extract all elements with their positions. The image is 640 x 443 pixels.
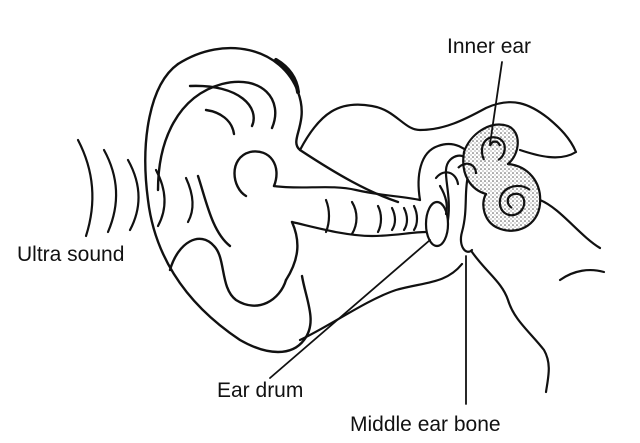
skull-outline bbox=[298, 101, 606, 394]
ear-drum-shape bbox=[424, 200, 450, 248]
sound-wave-1 bbox=[76, 138, 94, 238]
ear-canal bbox=[272, 184, 428, 238]
outer-ear bbox=[144, 46, 400, 354]
tragus bbox=[233, 150, 278, 198]
ear-drum-pointer bbox=[269, 239, 431, 379]
sound-wave-3 bbox=[126, 158, 140, 232]
sound-waves bbox=[76, 138, 194, 238]
middle-ear-bone-label: Middle ear bone bbox=[350, 413, 501, 436]
helix-top-outline bbox=[176, 46, 400, 204]
inner-ear-pointer bbox=[489, 61, 503, 145]
antihelix bbox=[156, 80, 277, 192]
lobe-inner bbox=[168, 237, 288, 307]
ultra-sound-label: Ultra sound bbox=[17, 243, 125, 266]
ear-drum-label: Ear drum bbox=[217, 379, 304, 402]
sound-wave-5 bbox=[184, 176, 194, 224]
inner-ear-label: Inner ear bbox=[447, 35, 532, 58]
cochlea-spiral bbox=[498, 184, 531, 217]
sound-wave-2 bbox=[102, 148, 118, 234]
helix-outline bbox=[144, 62, 312, 354]
pointer-lines bbox=[269, 61, 503, 405]
inner-ear-structure bbox=[457, 123, 542, 232]
